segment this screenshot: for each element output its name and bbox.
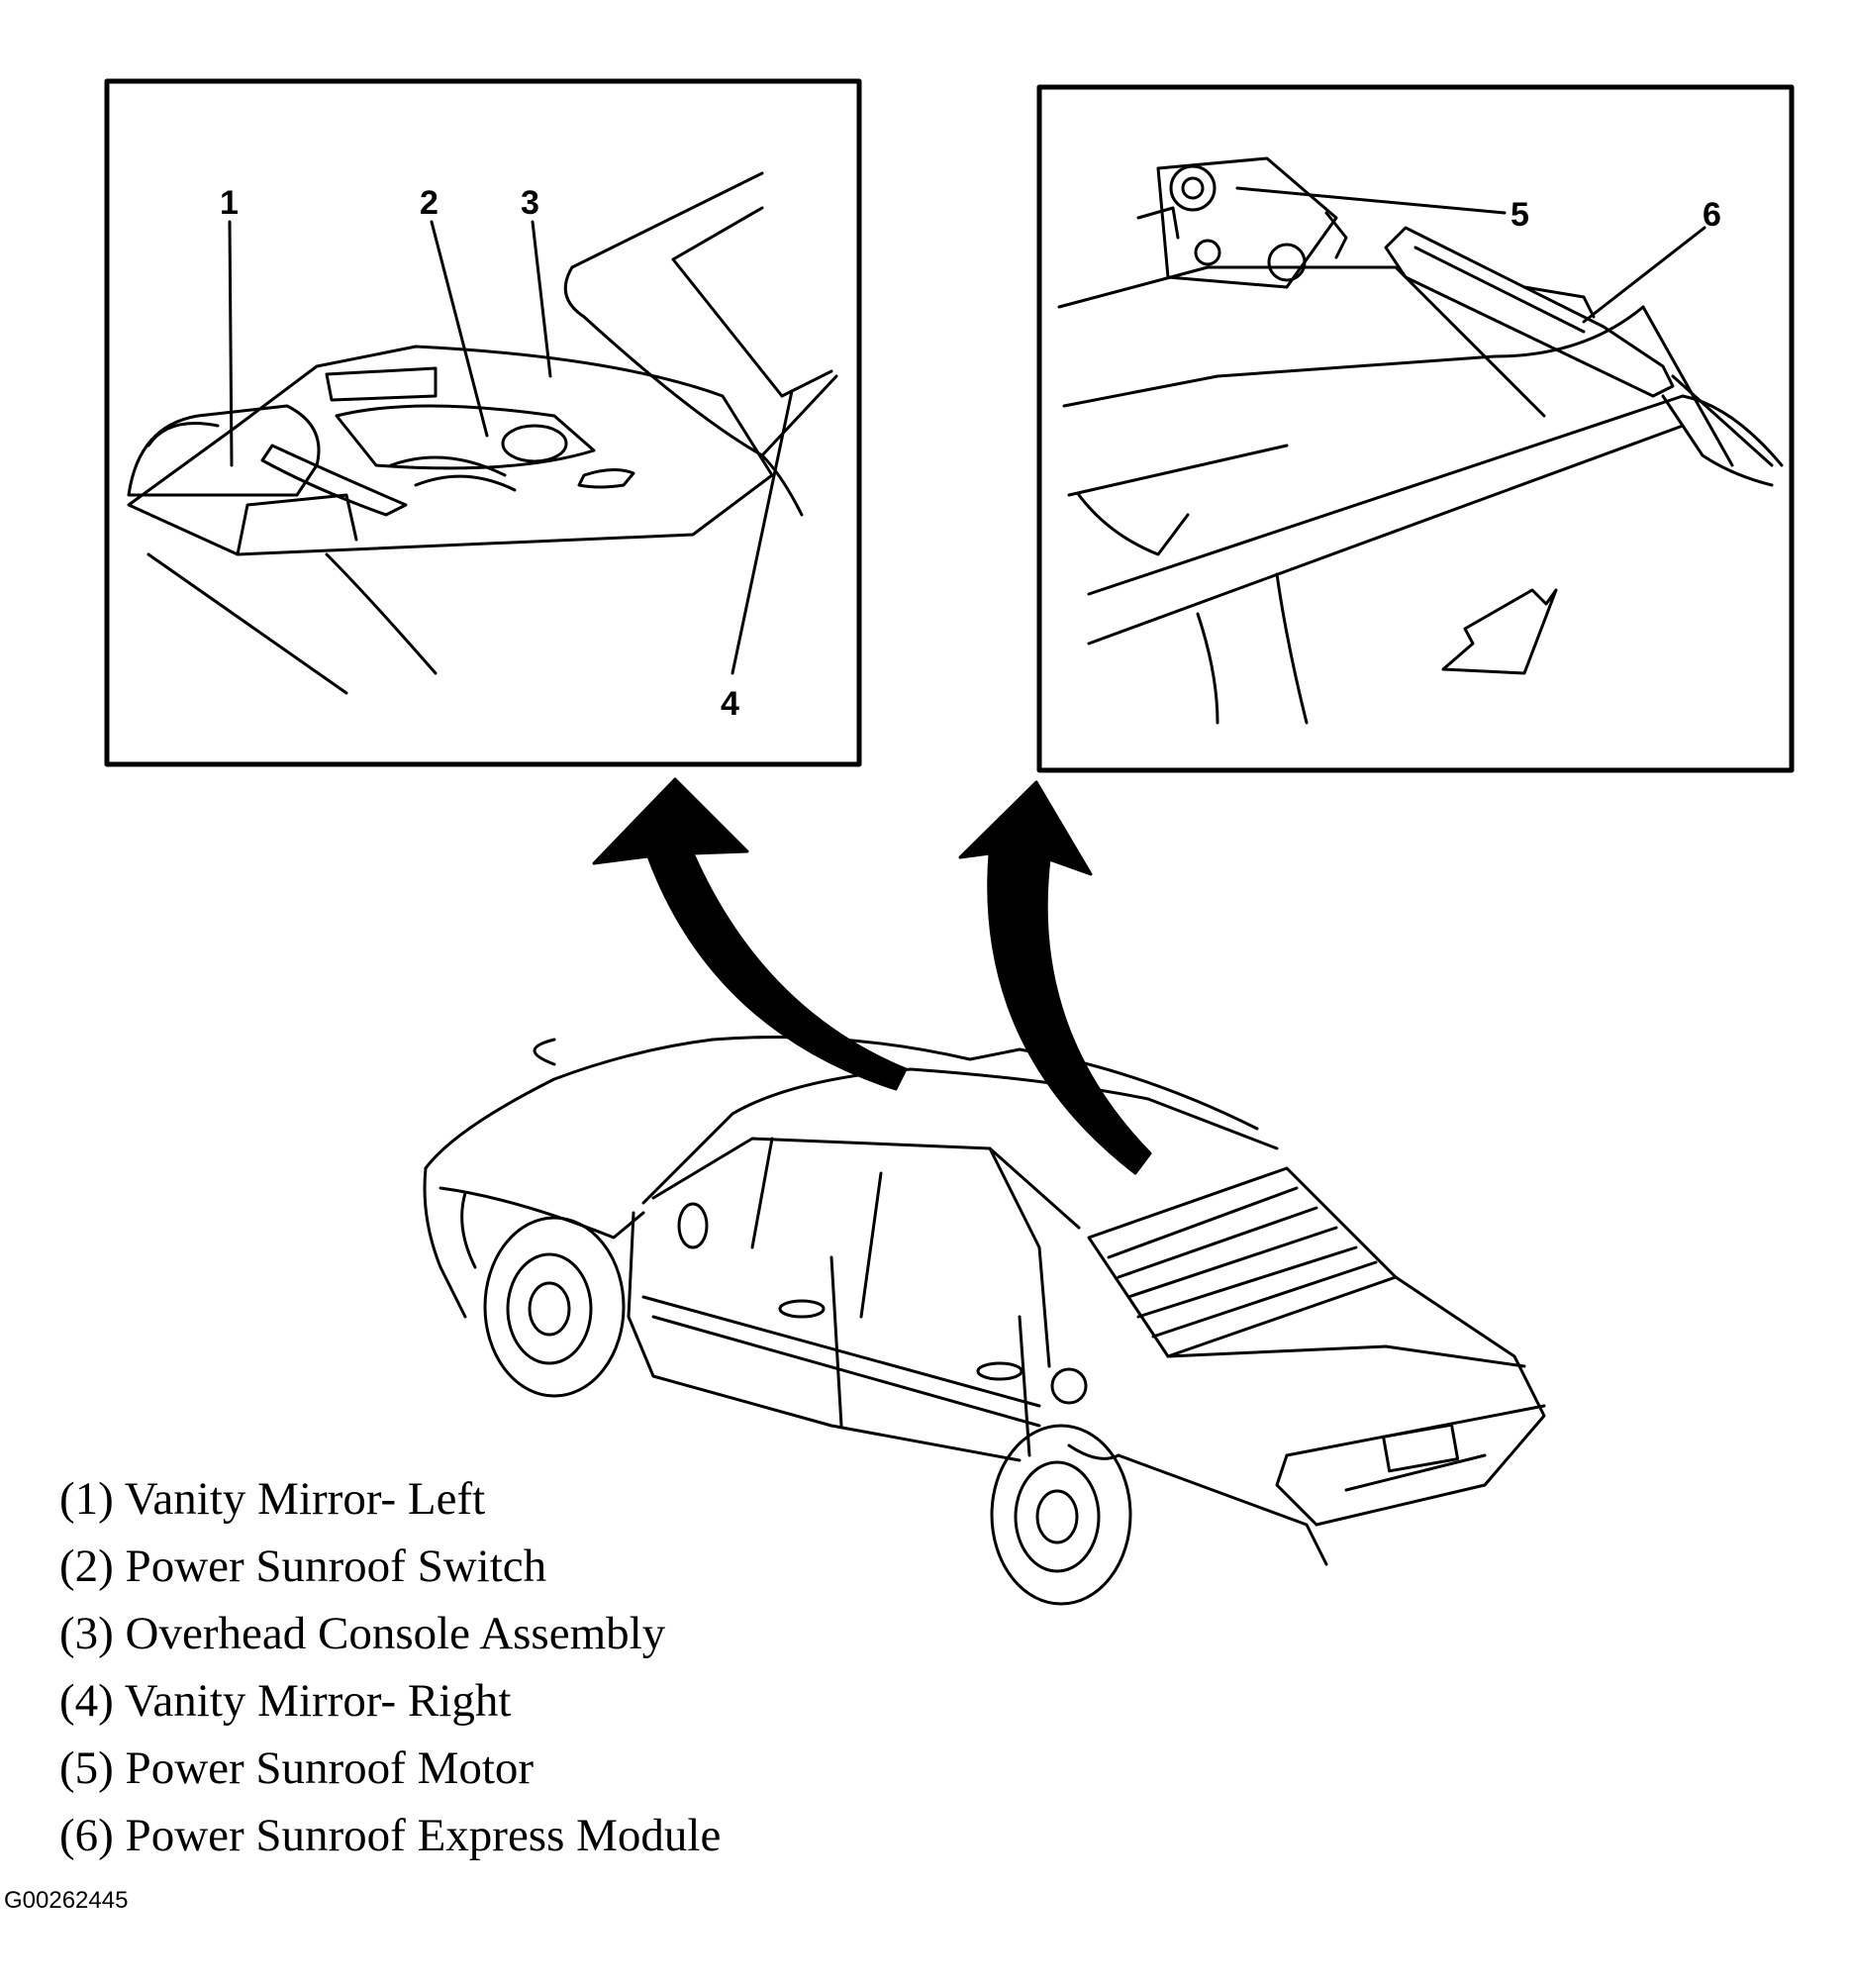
callout-2: 2 [420,184,438,222]
callout-3: 3 [521,184,539,222]
car-illustration [423,1036,1546,1606]
legend-item: (2) Power Sunroof Switch [59,1541,547,1592]
arrow-to-left-inset [592,777,908,1091]
legend-item: (6) Power Sunroof Express Module [59,1810,722,1861]
legend-item: (5) Power Sunroof Motor [59,1742,535,1794]
legend-item: (1) Vanity Mirror- Left [59,1473,486,1525]
callout-6: 6 [1703,196,1721,234]
callout-1: 1 [220,184,239,222]
callout-4: 4 [721,685,739,723]
legend-item: (4) Vanity Mirror- Right [59,1675,512,1727]
callout-5: 5 [1510,196,1529,234]
pointer-arrows [592,777,1152,1175]
legend-item: (3) Overhead Console Assembly [59,1608,666,1659]
figure-id: G00262445 [4,1887,129,1914]
inset-overhead-console [104,78,862,767]
parts-legend: (1) Vanity Mirror- Left (2) Power Sunroo… [59,1465,721,1869]
inset-sunroof-motor [1036,84,1795,773]
arrow-to-right-inset [958,780,1152,1175]
